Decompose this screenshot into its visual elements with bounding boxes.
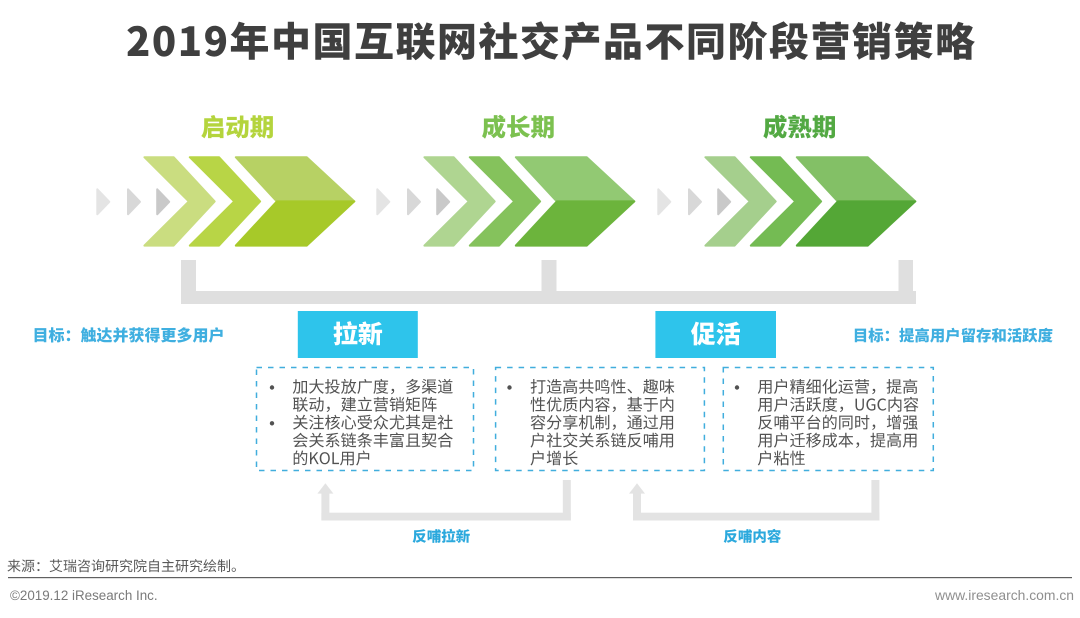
svg-text:©2019.12 iResearch Inc.: ©2019.12 iResearch Inc. — [10, 588, 158, 603]
svg-text:www.iresearch.com.cn: www.iresearch.com.cn — [934, 587, 1074, 603]
